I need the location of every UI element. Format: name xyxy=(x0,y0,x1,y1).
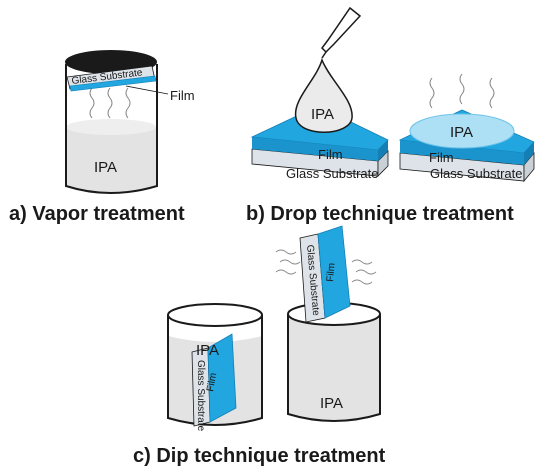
film-label-b1: Film xyxy=(318,147,343,162)
film-label-b2: Film xyxy=(429,150,454,165)
film-leader-a xyxy=(125,85,169,95)
panel-b-drop: IPA Film Glass Substrate IPA Film Glass … xyxy=(246,6,535,225)
beaker-c1-wall xyxy=(167,315,263,426)
vapor-wisps-a xyxy=(89,87,131,119)
substrate-label-b1: Glass Substrate xyxy=(286,166,379,181)
beaker-a-liquid-surface xyxy=(66,119,156,135)
film-a xyxy=(69,75,157,92)
film-b2-end xyxy=(524,142,534,165)
beaker-a-liquid xyxy=(66,127,157,193)
pipette xyxy=(321,6,362,54)
pipette-tip xyxy=(321,51,327,59)
beaker-c2-liquid xyxy=(288,318,380,421)
panel-c-dip: IPA Glass Substrate Film IPA Glass Subst… xyxy=(133,225,386,467)
film-b2-side xyxy=(400,140,524,165)
ipa-spread xyxy=(409,113,515,149)
film-label-a: Film xyxy=(170,88,195,103)
film-label-c2: Film xyxy=(325,262,338,282)
beaker-c1-rim xyxy=(167,303,263,327)
caption-b: b) Drop technique treatment xyxy=(246,203,514,225)
vapor-wisps-c xyxy=(275,249,377,285)
caption-c: c) Dip technique treatment xyxy=(133,445,386,467)
panel-a-vapor: Glass Substrate Film IPA a) Vapor treatm… xyxy=(9,50,195,225)
caption-a: a) Vapor treatment xyxy=(9,203,185,225)
film-c1 xyxy=(207,333,237,423)
beaker-a-wall xyxy=(65,64,158,194)
film-b1-end xyxy=(378,140,388,161)
drop-label-b: IPA xyxy=(311,106,334,123)
glass-slab-b2-end xyxy=(523,151,535,183)
beaker-c2-wall xyxy=(287,314,381,422)
liquid-label-a: IPA xyxy=(94,159,117,176)
liquid-label-c1: IPA xyxy=(196,342,219,359)
film-b1-side xyxy=(252,137,378,161)
liquid-label-c2: IPA xyxy=(320,395,343,412)
film-label-c1: Film xyxy=(205,372,219,393)
ipa-drop xyxy=(294,57,353,133)
substrate-label-c1: Glass Substrate xyxy=(195,360,206,432)
vapor-wisps-b xyxy=(429,73,495,109)
film-c2 xyxy=(317,225,351,319)
substrate-label-b2: Glass Substrate xyxy=(430,166,523,181)
spread-label-b: IPA xyxy=(450,124,473,141)
